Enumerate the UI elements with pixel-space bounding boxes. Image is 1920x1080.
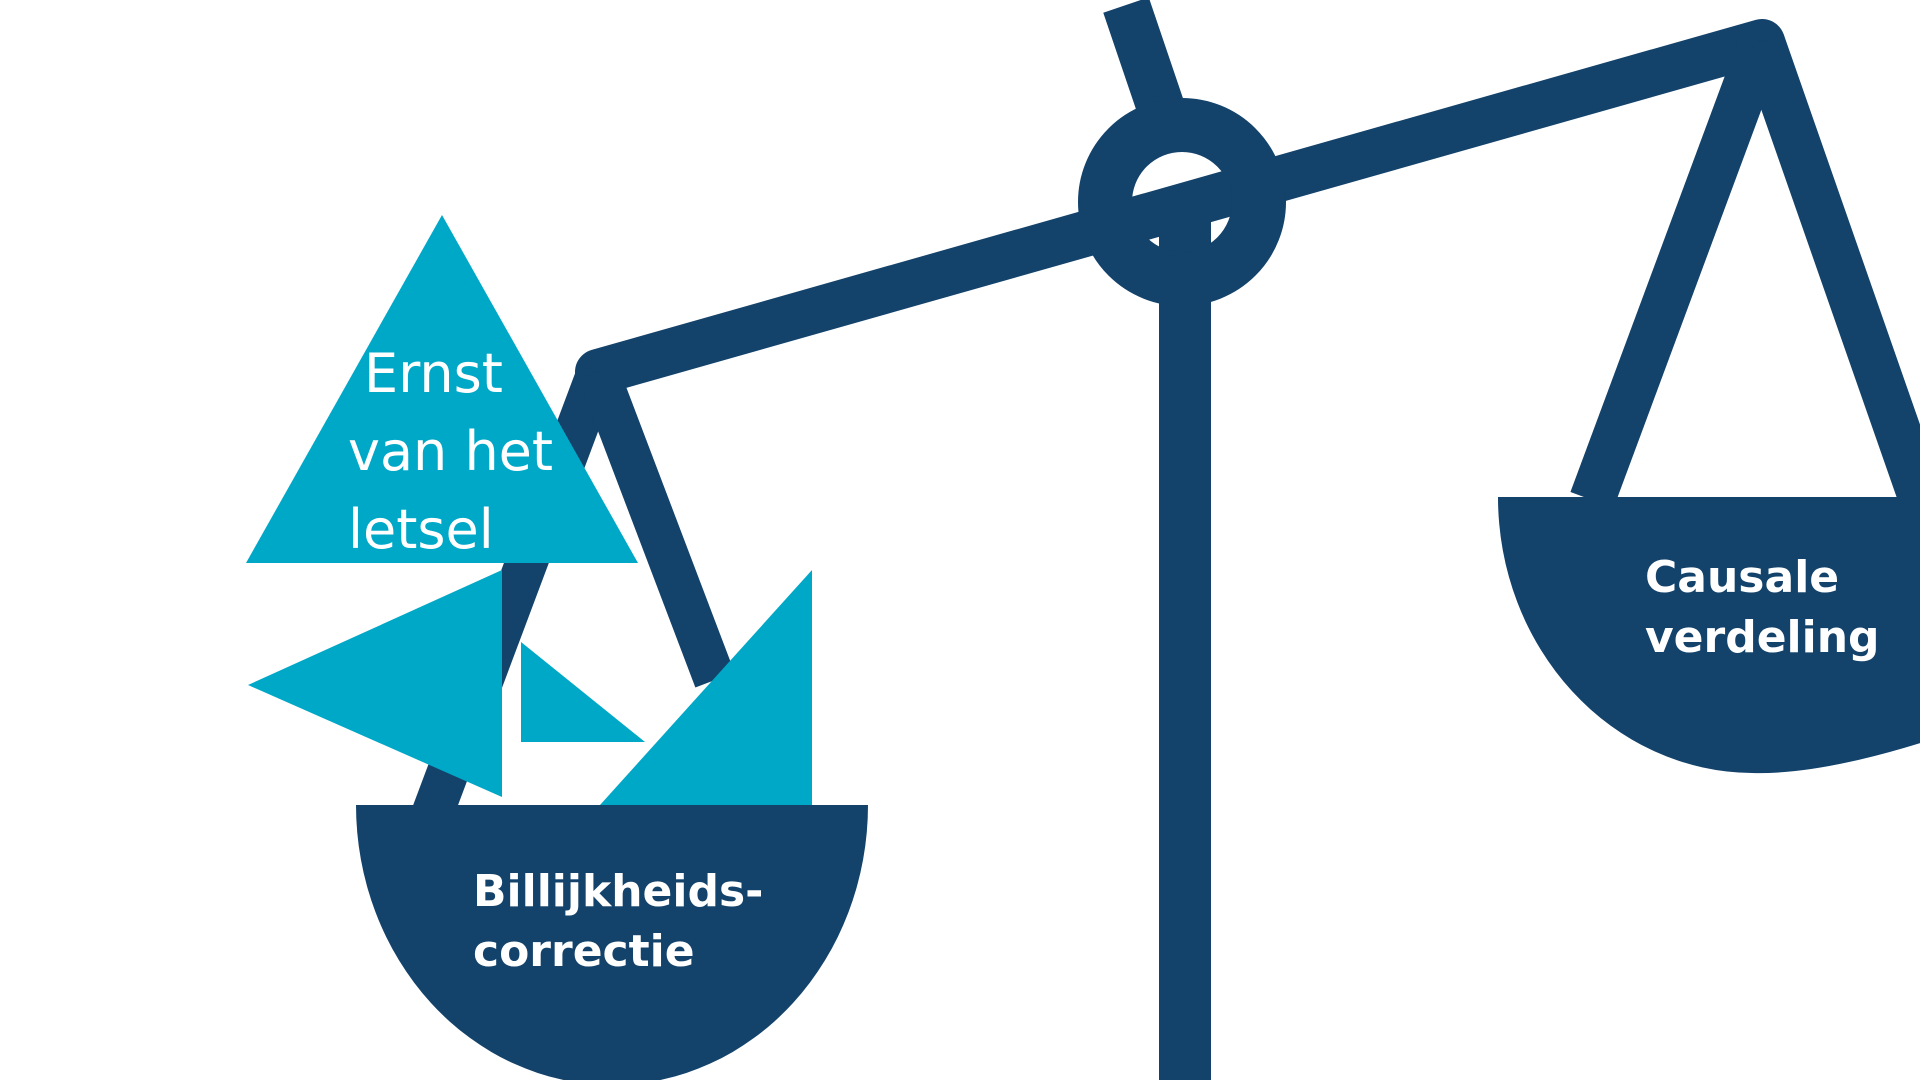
right-pan-label-line-1: Causale xyxy=(1645,552,1840,603)
weight-triangle-large xyxy=(246,215,638,563)
weight-label-line-1: Ernst xyxy=(364,342,503,405)
weight-label-line-3: letsel xyxy=(348,498,494,561)
right-pan-label-line-2: verdeling xyxy=(1645,612,1880,663)
weight-label-line-2: van het xyxy=(348,420,554,483)
pivot-ring xyxy=(1078,98,1286,306)
left-hanger-string-right xyxy=(578,364,735,688)
left-pan-label-line-2: correctie xyxy=(473,926,695,977)
left-pan-label-line-1: Billijkheids- xyxy=(473,866,764,917)
right-hanger-string-right xyxy=(1740,34,1920,508)
weight-label: Ernst van het letsel xyxy=(340,335,600,569)
left-pan-label: Billijkheids- correctie xyxy=(473,862,763,982)
scale-beam xyxy=(575,19,1785,395)
right-pan-label: Causale verdeling xyxy=(1645,548,1880,668)
weight-triangle-left-pointing xyxy=(248,570,502,797)
weight-triangle-small xyxy=(521,642,645,742)
right-hanger-string-left xyxy=(1570,33,1784,509)
right-pan xyxy=(1498,497,1920,774)
weight-triangle-right-angle xyxy=(600,570,812,805)
left-pan xyxy=(356,805,868,1080)
